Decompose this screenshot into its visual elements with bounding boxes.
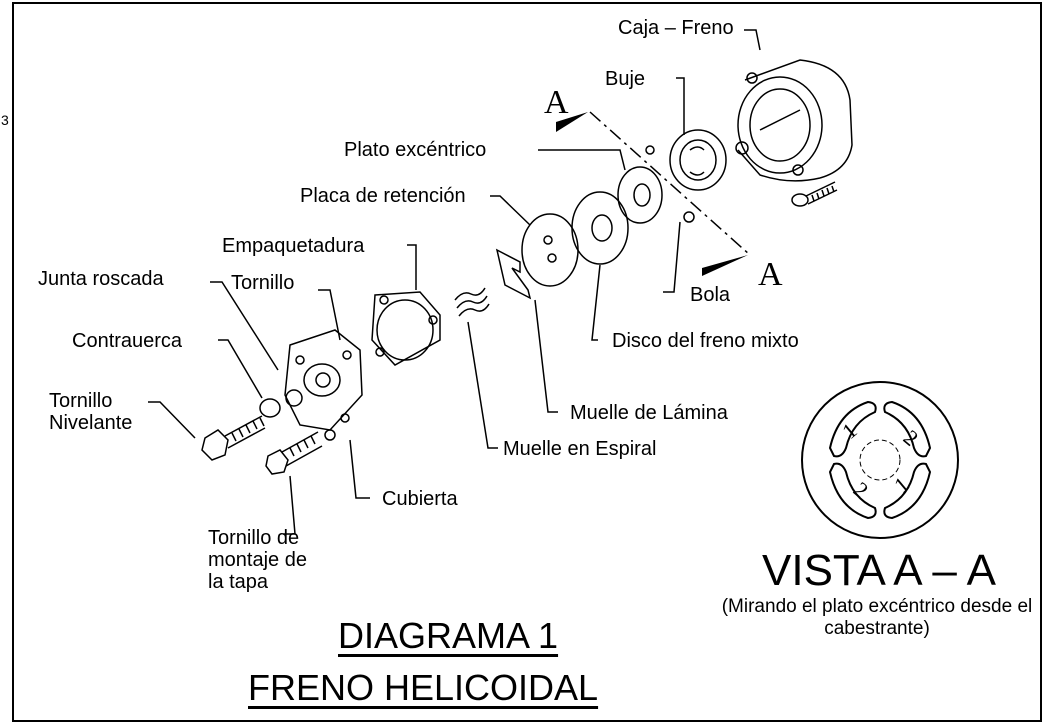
label-muelle-lamina: Muelle de Lámina [570, 402, 728, 424]
label-tornillo-montaje-tapa: Tornillo de montaje de la tapa [208, 527, 307, 593]
eccentric-plate-part [617, 166, 663, 224]
bushing-part [669, 129, 727, 191]
slot-top-left [828, 400, 877, 458]
view-subtitle: (Mirando el plato excéntrico desde el ca… [721, 596, 1033, 639]
section-mark-a-top: A [544, 84, 569, 121]
label-empaquetadura: Empaquetadura [222, 235, 365, 257]
view-a-a-drawing [801, 381, 959, 539]
mounting-screw-part [265, 431, 323, 475]
slot-bottom-left [828, 462, 877, 520]
section-mark-a-bottom: A [758, 256, 783, 293]
cover-part [284, 329, 363, 431]
label-disco-freno-mixto: Disco del freno mixto [612, 330, 799, 352]
label-junta-roscada: Junta roscada [38, 268, 164, 290]
housing-screw-part [791, 181, 838, 207]
label-plato-excentrico: Plato excéntrico [344, 139, 487, 161]
label-tornillo-nivelante: Tornillo Nivelante [49, 390, 133, 434]
mixed-brake-disc-part [571, 191, 629, 265]
retention-plate-part [521, 213, 579, 287]
slot-number-1: 1 [837, 418, 861, 444]
brake-housing-part [735, 59, 853, 182]
gasket-part [371, 291, 441, 366]
label-bola: Bola [690, 284, 731, 306]
label-muelle-espiral: Muelle en Espiral [503, 438, 657, 460]
view-title: VISTA A – A [762, 546, 997, 595]
label-buje: Buje [605, 68, 646, 90]
diagram-title-line2: FRENO HELICOIDAL [248, 667, 599, 708]
label-contrauerca: Contrauerca [72, 330, 183, 352]
label-tornillo: Tornillo [231, 272, 295, 294]
ball-part [683, 211, 695, 223]
coil-spring-part [454, 287, 490, 317]
label-cubierta: Cubierta [382, 488, 458, 510]
label-placa-retencion: Placa de retención [300, 185, 466, 207]
slot-number-2: 2 [899, 425, 923, 451]
slot-top-right [883, 400, 932, 458]
slot-bottom-right [883, 462, 932, 520]
page-edge-mark: 3 [1, 112, 9, 128]
label-caja-freno: Caja – Freno [618, 17, 734, 39]
diagram-title-line1: DIAGRAMA 1 [338, 615, 559, 656]
leaf-spring-part [495, 248, 532, 300]
leveling-screw-part [201, 415, 266, 461]
